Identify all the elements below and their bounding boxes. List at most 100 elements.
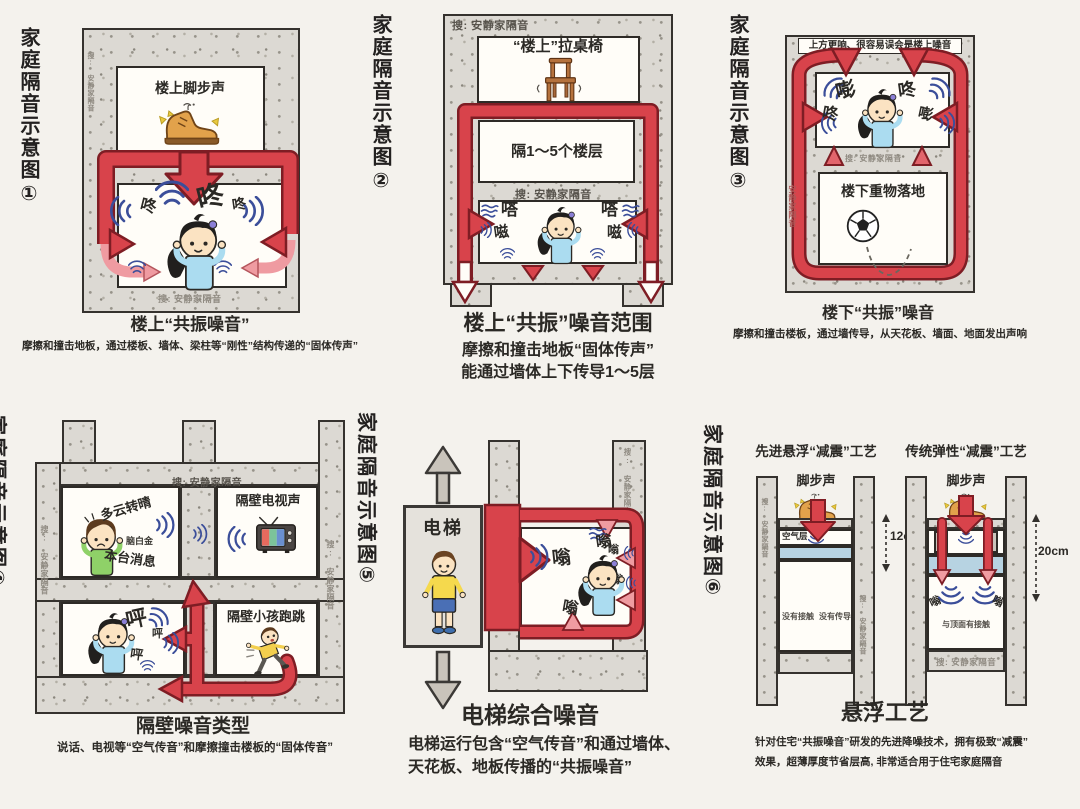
sound-waves-icon <box>480 204 500 218</box>
panel1-caption: 楼上“共振噪音” <box>130 315 250 334</box>
panel6-air-layer-label: 空气层 <box>782 531 808 541</box>
panel6-left-floating-layer <box>778 546 853 560</box>
panel-6: 家庭隔音示意图⑥ 先进悬浮“减震”工艺 传统弹性“减震”工艺 搜: 安静家隔音 … <box>701 400 1080 809</box>
panel2-middle-room <box>478 120 635 183</box>
panel6-left-lower-room <box>778 560 853 652</box>
panel6-left-note2: 没有传导 <box>819 612 851 621</box>
sound-arcs-icon <box>190 524 210 544</box>
panel5-title: 家庭隔音示意图⑤ <box>355 412 377 585</box>
panel5-elevator-label: 电梯 <box>423 518 463 538</box>
sound-arcs-icon <box>128 258 146 276</box>
panel2-subcaption1: 摩擦和撞击地板“固体传声” <box>461 342 655 359</box>
panel4-watermark-top: 搜: 安静家隔音 <box>172 478 243 489</box>
panel1-resonance-arrows <box>97 150 299 283</box>
panel1-watermark-bottom: 搜: 安静家隔音 <box>158 294 222 304</box>
girl-icon <box>160 210 232 293</box>
panel3-resonance-arrows <box>791 47 969 281</box>
running-kid-icon <box>242 626 290 676</box>
panel6-subcaption1: 针对住宅“共振噪音”研发的先进降噪技术，拥有极致“减震” <box>755 736 1028 748</box>
sound-arcs-icon <box>500 246 515 261</box>
panel2-sound-ta-right: 嗒 <box>601 200 618 219</box>
panel6-subcaption2: 效果，超薄厚度节省层高, 非常适合用于住宅家庭隔音 <box>755 756 1003 768</box>
panel2-sound-zi-right: 嗞 <box>607 224 623 241</box>
panel6-left-watermark-r: 搜: 安静家隔音 <box>859 595 866 655</box>
panel4-room-radio <box>61 486 180 578</box>
sound-arcs-icon <box>224 526 250 552</box>
panel6-right-heading: 传统弹性“减震”工艺 <box>905 444 1027 459</box>
sound-arcs-icon <box>478 222 494 238</box>
panel4-wall-stub-left <box>62 420 96 464</box>
sound-waves-icon <box>621 204 641 218</box>
panel4-wall-stub-mid <box>182 420 216 464</box>
sound-arcs-icon <box>160 632 182 654</box>
panel6-left-wall-r <box>853 476 875 706</box>
panel3-lower-room <box>818 172 948 265</box>
panel4-watermark-left: 搜: 安静家隔音 <box>40 525 49 595</box>
panel2-caption: 楼上“共振”噪音范围 <box>463 312 653 335</box>
panel1-title: 家庭隔音示意图① <box>17 27 39 207</box>
panel4-tv-room-label: 隔壁电视声 <box>235 493 301 508</box>
panel2-sound-ta-left: 嗒 <box>501 200 518 219</box>
panel3-lower-room-label: 楼下重物落地 <box>841 183 925 199</box>
sound-arcs-icon <box>140 658 155 673</box>
panel3-watermark-middle: 搜: 安静家隔音 <box>845 154 902 163</box>
panel6-right-measure-bracket <box>1032 514 1040 602</box>
panel5-subcaption2: 天花板、地板传播的“共振噪音” <box>408 759 633 776</box>
elevator-boy-icon <box>421 548 467 638</box>
panel1-watermark-left: 搜: 安静家隔音 <box>87 52 94 112</box>
elevator-down-arrow <box>424 650 462 710</box>
panel-1: 家庭隔音示意图① 搜: 安静家隔音 楼上脚步声 咚 咚 咚 搜: 安静家隔音 楼… <box>0 0 360 400</box>
panel4-wall-right <box>318 420 345 714</box>
panel4-noise-pipe <box>157 578 298 704</box>
panel4-subcaption: 说话、电视等“空气传音”和摩擦撞击楼板的“固体传音” <box>57 742 333 754</box>
panel4-title: 家庭隔音示意图④ <box>0 415 7 588</box>
panel4-watermark-right: 搜: 安静家隔音 <box>326 540 335 610</box>
panel3-subcaption: 摩擦和撞击楼板，通过墙传导，从天花板、墙面、地面发出声响 <box>733 328 1027 340</box>
panel-2: 家庭隔音示意图② 搜: 安静家隔音 “楼上”拉桌椅 隔1～5个楼层 搜: 安静家… <box>360 0 720 400</box>
panel2-subcaption2: 能通过墙体上下传导1～5层 <box>461 364 655 381</box>
panel5-sound-small-2: 嗡 <box>612 574 623 586</box>
panel2-middle-room-label: 隔1～5个楼层 <box>511 143 603 160</box>
panel5-wall-bottom <box>488 650 648 692</box>
panel6-right-wall-l <box>905 476 927 706</box>
boy-icon <box>72 512 130 578</box>
elevator-cab <box>403 505 483 648</box>
panel4-wall-top <box>35 462 345 486</box>
panel6-right-note: 与顶面有接触 <box>942 620 990 629</box>
elevator-up-arrow <box>424 445 462 505</box>
ball-bounce-path <box>866 246 912 276</box>
sound-arcs-icon <box>526 544 552 570</box>
panel3-top-note: 上方更响、很容易误会是楼上噪音 <box>808 40 952 51</box>
panel5-caption: 电梯综合噪音 <box>461 702 599 728</box>
panel6-left-footstep-label: 脚步声 <box>796 473 836 488</box>
tv-icon <box>252 516 300 556</box>
panel4-caption: 隔壁噪音类型 <box>135 716 251 737</box>
panel2-title: 家庭隔音示意图② <box>369 14 391 194</box>
panel6-left-watermark-l: 搜: 安静家隔音 <box>761 498 768 558</box>
sound-arcs-icon <box>155 176 189 210</box>
panel5-noise-loop <box>483 503 645 640</box>
panel6-right-footstep-label: 脚步声 <box>946 473 986 488</box>
girl-icon <box>572 552 630 618</box>
sound-arcs-icon <box>106 196 136 226</box>
panel6-title: 家庭隔音示意图⑥ <box>701 424 723 597</box>
panel1-sound-right: 咚 <box>230 195 248 213</box>
panel6-left-heading: 先进悬浮“减震”工艺 <box>755 444 877 459</box>
panel2-watermark-middle: 搜: 安静家隔音 <box>515 189 592 201</box>
panel6-left-bottom-slab <box>778 652 853 674</box>
panel5-sound-left: 嗡 <box>550 547 573 570</box>
panel6-left-measure-bracket <box>882 514 890 572</box>
sound-arcs-icon <box>625 222 641 238</box>
panel6-right-measure: 20cm <box>1038 544 1069 558</box>
panel1-subcaption: 摩擦和撞击地板，通过楼板、墙体、梁柱等“刚性”结构传递的“固体传声” <box>22 340 358 352</box>
panel2-resonance-arrows <box>450 103 666 305</box>
panel5-sound-small-1: 嗡 <box>608 544 619 556</box>
panel3-watermark-red: 安静家隔音 <box>788 185 797 228</box>
girl-icon <box>532 204 586 266</box>
panel6-left-note1: 没有接触 <box>782 612 814 621</box>
panel6-right-lower-room <box>927 575 1005 650</box>
sound-arcs-icon <box>152 512 178 538</box>
panel-4: 家庭隔音示意图④ 搜: 安静家隔音 搜: 安静家隔音 搜: 安静家隔音 多云转晴… <box>0 400 360 809</box>
panel5-wall-top-left <box>488 440 520 507</box>
panel2-sound-zi-left: 嗞 <box>492 223 511 242</box>
